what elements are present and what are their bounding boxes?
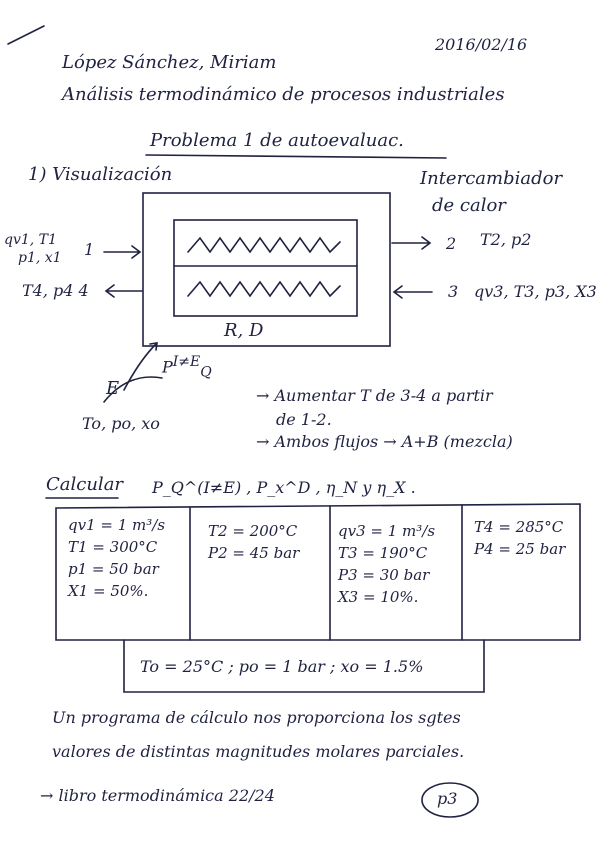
box-label: R, D <box>224 320 264 341</box>
heat-arrow <box>123 342 158 391</box>
author-name: López Sánchez, Miriam <box>62 52 277 73</box>
arrow-in-3 <box>392 285 433 299</box>
exchanger-label-1: Intercambiador <box>420 168 563 189</box>
calc-terms: P_Q^(I≠E) , P_x^D , η_N y η_X . <box>152 478 416 497</box>
stream1-vars-a: qv1, T1 <box>4 232 57 248</box>
stream3-number: 3 <box>448 282 459 301</box>
table-cell: T3 = 190°C <box>338 544 428 562</box>
table-cell: qv1 = 1 m³/s <box>68 516 166 534</box>
arrow-out-4 <box>104 284 143 298</box>
data-table-border <box>55 503 581 641</box>
arrow-out-2 <box>391 236 432 250</box>
coil-top <box>187 236 341 254</box>
arrow-in-1 <box>103 245 142 259</box>
footer-line-2: valores de distintas magnitudes molares … <box>52 742 465 761</box>
stream1-vars-b: p1, x1 <box>18 250 62 266</box>
table-cell: p1 = 50 bar <box>68 560 159 578</box>
section-visualization: 1) Visualización <box>28 164 173 185</box>
stream1-number: 1 <box>84 240 95 259</box>
stream3-vars: qv3, T3, p3, X3 <box>474 282 597 301</box>
footer-line-1: Un programa de cálculo nos proporciona l… <box>52 708 461 727</box>
heat-flux-label: PI≠EQ <box>162 354 212 381</box>
environment-arc <box>103 376 163 403</box>
environment-label: E <box>106 378 120 399</box>
table-cell: T4 = 285°C <box>474 518 564 536</box>
table-col-stream2: T2 = 200°C P2 = 45 bar <box>208 520 299 564</box>
corner-mark <box>7 25 45 45</box>
course-title: Análisis termodinámico de procesos indus… <box>62 84 505 105</box>
footer-line-3: → libro termodinámica 22/24 <box>40 786 275 805</box>
table-cell: T2 = 200°C <box>208 522 298 540</box>
table-col-stream1: qv1 = 1 m³/s T1 = 300°C p1 = 50 bar X1 =… <box>68 514 165 602</box>
table-col-stream4: T4 = 285°C P4 = 25 bar <box>474 516 565 560</box>
exchanger-label-2: de calor <box>432 195 506 216</box>
coil-bottom <box>187 280 341 298</box>
environment-vars: To, po, xo <box>82 414 160 433</box>
problem-title: Problema 1 de autoevaluac. <box>150 130 404 151</box>
table-cell: P4 = 25 bar <box>474 540 566 558</box>
ambient-conditions: To = 25°C ; po = 1 bar ; xo = 1.5% <box>140 657 424 676</box>
page-ref: p3 <box>437 789 458 808</box>
calc-prefix: Calcular <box>46 474 124 495</box>
table-cell: P2 = 45 bar <box>208 544 300 562</box>
table-col-stream3: qv3 = 1 m³/s T3 = 190°C P3 = 30 bar X3 =… <box>338 520 435 608</box>
table-cell: P3 = 30 bar <box>338 566 430 584</box>
note-1-line-2: de 1-2. <box>276 410 332 429</box>
stream4-label: T4, p4 4 <box>22 281 89 300</box>
exchanger-inner-box <box>173 219 358 317</box>
stream2-number: 2 <box>446 234 457 253</box>
stream2-vars: T2, p2 <box>480 230 532 249</box>
ambient-box-border <box>123 639 485 693</box>
table-cell: qv3 = 1 m³/s <box>338 522 436 540</box>
page-ref-circle <box>421 782 479 818</box>
date-text: 2016/02/16 <box>435 35 528 54</box>
title-underline <box>145 154 447 159</box>
table-cell: X1 = 50%. <box>68 582 149 600</box>
exchanger-outer-box <box>142 192 391 347</box>
note-1-line-1: → Aumentar T de 3-4 a partir <box>256 386 493 405</box>
table-cell: X3 = 10%. <box>338 588 419 606</box>
table-cell: T1 = 300°C <box>68 538 158 556</box>
note-2: → Ambos flujos → A+B (mezcla) <box>256 432 513 451</box>
